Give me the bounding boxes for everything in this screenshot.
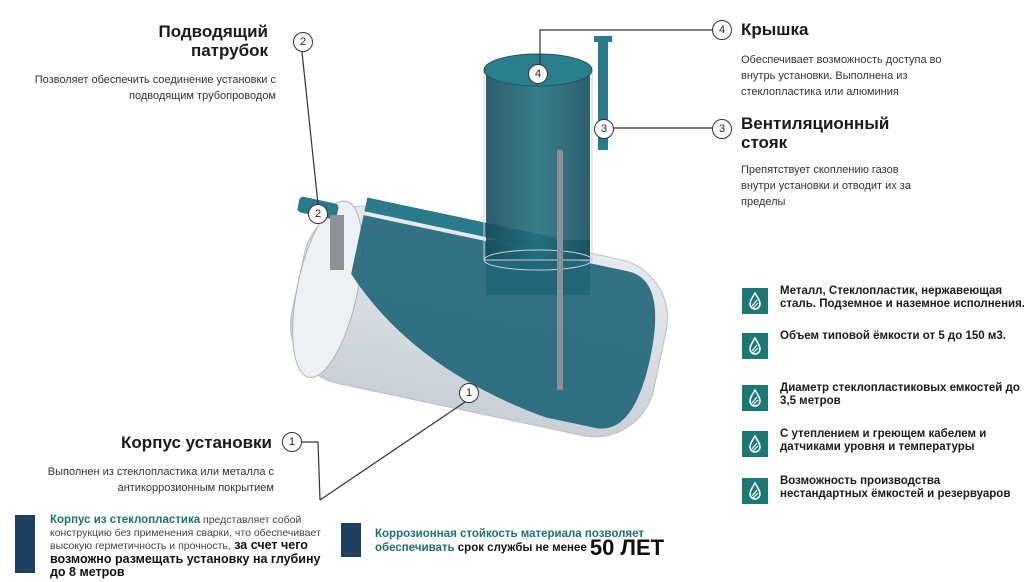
feature-item: Диаметр стеклопластиковых емкостей до 3,… bbox=[742, 382, 1024, 411]
feature-text: Диаметр стеклопластиковых емкостей до 3,… bbox=[780, 382, 1020, 407]
desc-line: подводящим трубопроводом bbox=[129, 90, 276, 102]
water-drop-icon bbox=[742, 385, 768, 411]
water-drop-icon bbox=[742, 431, 768, 457]
feature-text: Возможность производства нестандартных ё… bbox=[780, 475, 1011, 500]
body-description: Выполнен из стеклопластика или металла с… bbox=[48, 464, 274, 496]
vent-description: Препятствует скоплению газов внутри уста… bbox=[741, 162, 911, 210]
feature-text: Металл, Стеклопластик, нержавеющая сталь… bbox=[780, 285, 1024, 310]
feature-item: Объем типовой ёмкости от 5 до 150 м3. bbox=[742, 330, 1024, 359]
vent-title-line: Вентиляционный bbox=[741, 114, 890, 133]
feature-text: С утеплением и греющем кабелем и датчика… bbox=[780, 428, 987, 453]
desc-line: антикоррозионным покрытием bbox=[117, 482, 274, 494]
lid-description: Обеспечивает возможность доступа во внут… bbox=[741, 52, 941, 100]
desc-line: Препятствует скоплению газов bbox=[741, 164, 899, 176]
note-highlight: Корпус из стеклопластика bbox=[50, 514, 201, 526]
feature-item: С утеплением и греющем кабелем и датчика… bbox=[742, 428, 1024, 457]
feature-item: Металл, Стеклопластик, нержавеющая сталь… bbox=[742, 285, 1024, 314]
inlet-description: Позволяет обеспечить соединение установк… bbox=[35, 72, 276, 104]
riser bbox=[486, 70, 590, 260]
vent-title-line: стояк bbox=[741, 133, 788, 152]
note-text: представляет собой конструкцию без приме… bbox=[50, 514, 321, 552]
water-drop-icon bbox=[742, 478, 768, 504]
callout-number-lid-marker: 4 bbox=[528, 64, 548, 84]
lifetime-value: 50 ЛЕТ bbox=[589, 535, 665, 560]
note-bold: за счет чего возможно размещать установк… bbox=[50, 538, 321, 579]
water-drop-icon bbox=[742, 288, 768, 314]
desc-line: Обеспечивает возможность доступа во bbox=[741, 54, 942, 66]
bottom-left-note: Корпус из стеклопластика представляет со… bbox=[50, 514, 325, 580]
accent-bar bbox=[341, 523, 361, 557]
inlet-title-line: патрубок bbox=[190, 41, 268, 60]
desc-line: пределы bbox=[741, 196, 786, 208]
note-highlight: Коррозионная стойкость материала позволя… bbox=[375, 528, 644, 554]
accent-bar bbox=[15, 515, 35, 573]
feature-text: Объем типовой ёмкости от 5 до 150 м3. bbox=[780, 330, 1006, 342]
inlet-title: Подводящий патрубок bbox=[158, 22, 268, 60]
water-drop-icon bbox=[742, 333, 768, 359]
desc-line: внутри установки и отводит их за bbox=[741, 180, 911, 192]
callout-number-inlet: 2 bbox=[293, 32, 313, 52]
callout-number-vent: 3 bbox=[712, 119, 732, 139]
note-bold: срок службы не менее bbox=[454, 542, 590, 554]
vent-title: Вентиляционный стояк bbox=[741, 114, 889, 152]
lid-title: Крышка bbox=[741, 20, 809, 39]
inlet-title-line: Подводящий bbox=[158, 22, 268, 41]
desc-line: внутрь установки. Выполнена из bbox=[741, 70, 908, 82]
vent-pipe bbox=[598, 40, 608, 150]
feature-item: Возможность производства нестандартных ё… bbox=[742, 475, 1024, 504]
callout-number-lid: 4 bbox=[712, 20, 732, 40]
callout-number-vent-marker: 3 bbox=[594, 119, 614, 139]
callout-number-body-marker: 1 bbox=[459, 383, 479, 403]
desc-line: Выполнен из стеклопластика или металла с bbox=[47, 466, 274, 478]
bottom-right-note: Коррозионная стойкость материала позволя… bbox=[375, 527, 705, 559]
desc-line: стеклопластика или алюминия bbox=[741, 86, 899, 98]
callout-number-inlet-marker: 2 bbox=[308, 204, 328, 224]
desc-line: Позволяет обеспечить соединение установк… bbox=[34, 74, 276, 86]
callout-number-body: 1 bbox=[282, 432, 302, 452]
body-title: Корпус установки bbox=[121, 433, 272, 452]
